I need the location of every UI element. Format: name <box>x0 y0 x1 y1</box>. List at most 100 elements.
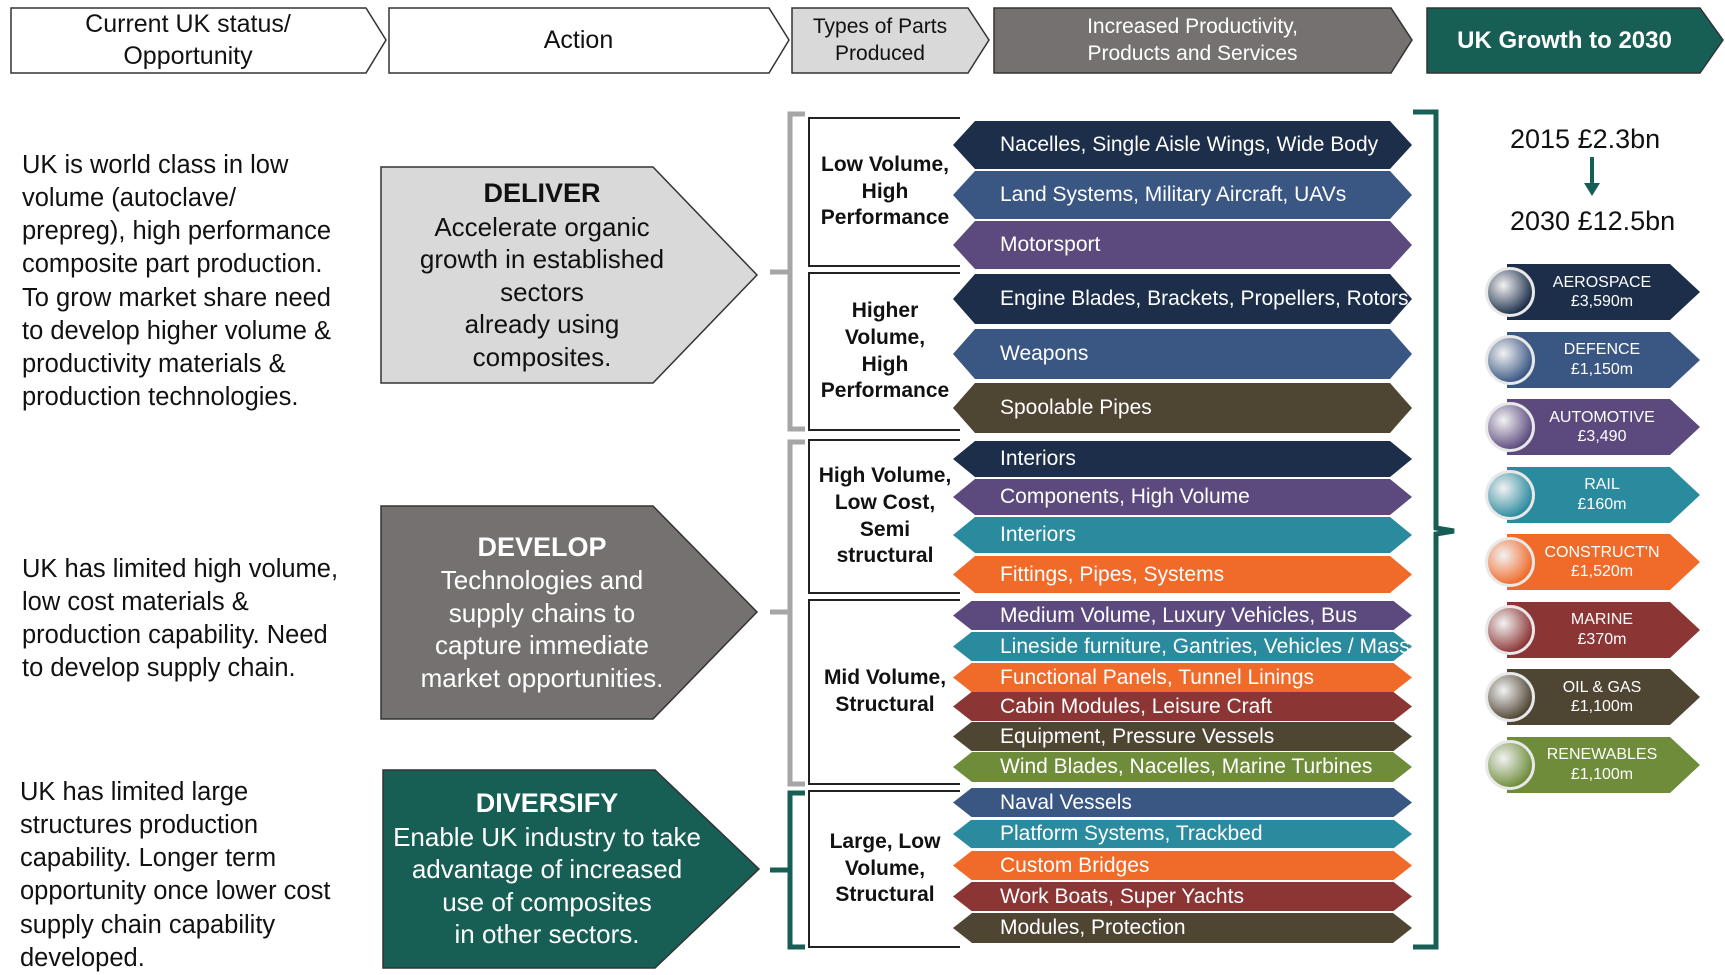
product-band: Interiors <box>953 517 1412 553</box>
product-band: Equipment, Pressure Vessels <box>953 722 1412 751</box>
product-label: Equipment, Pressure Vessels <box>1000 724 1275 748</box>
header-productivity: Increased Productivity, Products and Ser… <box>993 7 1414 74</box>
product-band: Interiors <box>953 441 1412 477</box>
product-band: Work Boats, Super Yachts <box>953 882 1412 911</box>
sector-aerospace: AEROSPACE£3,590m <box>1482 262 1702 322</box>
header-productivity-label: Increased Productivity, Products and Ser… <box>1087 15 1298 65</box>
sector-renewables: RENEWABLES£1,100m <box>1482 735 1702 795</box>
sector-name: CONSTRUCT'N <box>1544 543 1660 561</box>
action-diversify-title: DIVERSIFY <box>475 788 619 819</box>
product-label: Components, High Volume <box>1000 485 1250 508</box>
product-label: Custom Bridges <box>1000 853 1150 877</box>
product-label: Interiors <box>1000 523 1076 546</box>
product-band: Medium Volume, Luxury Vehicles, Bus <box>953 601 1412 630</box>
category-large-volume: Large, Low Volume, Structural <box>808 790 960 948</box>
sector-rail: RAIL£160m <box>1482 465 1702 525</box>
yacht-icon <box>1485 604 1535 655</box>
product-band: Components, High Volume <box>953 479 1412 515</box>
sector-construct-n: CONSTRUCT'N £1,520m <box>1482 532 1702 592</box>
status-text-develop: UK has limited high volume, low cost mat… <box>22 555 339 683</box>
sector-name: RENEWABLES <box>1546 746 1658 764</box>
header-types: Types of Parts Produced <box>791 7 991 74</box>
action-develop-desc: Technologies and supply chains to captur… <box>420 565 664 693</box>
sector-value: £3,490 <box>1577 428 1627 445</box>
product-label: Nacelles, Single Aisle Wings, Wide Body <box>1000 133 1379 156</box>
product-label: Cabin Modules, Leisure Craft <box>1000 694 1272 718</box>
oil-rig-icon <box>1485 672 1535 722</box>
header-action: Action <box>388 7 791 74</box>
sector-value: £160m <box>1577 495 1627 513</box>
bracket-growth <box>1413 109 1455 950</box>
header-action-label: Action <box>543 25 614 54</box>
category-low-volume: Low Volume, High Performance <box>808 117 960 267</box>
product-band: Functional Panels, Tunnel Linings <box>953 663 1412 692</box>
action-diversify: DIVERSIFY Enable UK industry to take adv… <box>382 769 762 969</box>
product-band: Engine Blades, Brackets, Propellers, Rot… <box>953 274 1412 324</box>
product-band: Lineside furniture, Gantries, Vehicles /… <box>953 632 1412 661</box>
product-label: Modules, Protection <box>1000 916 1186 939</box>
category-mid-volume: Mid Volume, Structural <box>808 599 960 785</box>
wind-turbine-icon <box>1485 739 1535 790</box>
category-high-volume: High Volume, Low Cost, Semi structural <box>808 439 960 594</box>
product-label: Fittings, Pipes, Systems <box>1000 562 1225 586</box>
sector-marine: MARINE£370m <box>1482 600 1702 660</box>
bracket-develop <box>770 439 805 787</box>
product-band: Wind Blades, Nacelles, Marine Turbines <box>953 752 1412 782</box>
sector-value: £1,520m <box>1570 563 1634 580</box>
product-label: Naval Vessels <box>1000 790 1132 814</box>
product-band: Custom Bridges <box>953 851 1412 880</box>
product-label: Lineside furniture, Gantries, Vehicles /… <box>1000 634 1410 658</box>
product-label: Functional Panels, Tunnel Linings <box>1000 665 1315 689</box>
product-label: Motorsport <box>1000 233 1101 256</box>
sector-name: OIL & GAS <box>1562 678 1642 696</box>
sector-defence: DEFENCE£1,150m <box>1482 330 1702 390</box>
product-label: Work Boats, Super Yachts <box>1000 884 1244 908</box>
sector-name: MARINE <box>1570 611 1634 629</box>
category-higher-volume: Higher Volume, High Performance <box>808 272 960 431</box>
product-label: Platform Systems, Trackbed <box>1000 822 1263 845</box>
status-text-diversify: UK has limited large structures producti… <box>20 778 331 972</box>
header-status-label: Current UK status/ Opportunity <box>85 10 291 70</box>
product-band: Land Systems, Military Aircraft, UAVs <box>953 171 1412 219</box>
product-band: Spoolable Pipes <box>953 383 1412 433</box>
action-develop: DEVELOP Technologies and supply chains t… <box>380 505 760 720</box>
product-band: Fittings, Pipes, Systems <box>953 556 1412 593</box>
header-types-label: Types of Parts Produced <box>812 15 948 65</box>
product-label: Weapons <box>1000 342 1089 365</box>
header-growth-label: UK Growth to 2030 <box>1457 26 1672 54</box>
product-label: Land Systems, Military Aircraft, UAVs <box>1000 183 1347 206</box>
bracket-diversify <box>770 790 805 950</box>
product-band: Nacelles, Single Aisle Wings, Wide Body <box>953 121 1412 169</box>
header-growth: UK Growth to 2030 <box>1426 7 1725 74</box>
sector-automotive: AUTOMOTIVE £3,490 <box>1482 397 1702 457</box>
product-band: Naval Vessels <box>953 788 1412 817</box>
product-band: Modules, Protection <box>953 913 1412 943</box>
action-deliver-title: DELIVER <box>483 177 601 208</box>
car-icon <box>1485 402 1535 452</box>
product-label: Medium Volume, Luxury Vehicles, Bus <box>1000 603 1358 627</box>
product-band: Cabin Modules, Leisure Craft <box>953 692 1412 721</box>
product-band: Weapons <box>953 329 1412 379</box>
action-deliver: DELIVER Accelerate organic growth in est… <box>380 166 760 384</box>
sector-name: AUTOMOTIVE <box>1549 408 1655 426</box>
sector-name: AEROSPACE <box>1552 273 1652 291</box>
sector-value: £1,100m <box>1570 698 1634 715</box>
sector-oil-gas: OIL & GAS £1,100m <box>1482 667 1702 727</box>
header-status: Current UK status/ Opportunity <box>10 7 388 74</box>
sector-value: £370m <box>1577 630 1627 648</box>
product-label: Wind Blades, Nacelles, Marine Turbines <box>1000 755 1373 778</box>
action-deliver-desc: Accelerate organic growth in established… <box>419 211 665 372</box>
sector-value: £1,100m <box>1570 765 1634 783</box>
sector-name: DEFENCE <box>1563 341 1641 359</box>
bracket-deliver <box>770 111 805 432</box>
sector-name: RAIL <box>1584 476 1620 494</box>
action-develop-title: DEVELOP <box>477 531 607 562</box>
status-text-deliver: UK is world class in low volume (autocla… <box>22 151 332 411</box>
bridge-icon <box>1485 537 1535 587</box>
action-diversify-desc: Enable UK industry to take advantage of … <box>393 821 701 950</box>
growth-end: 2030 £12.5bn <box>1510 206 1676 236</box>
product-band: Motorsport <box>953 221 1412 269</box>
sector-value: £1,150m <box>1570 360 1634 378</box>
aircraft-icon <box>1485 267 1535 317</box>
